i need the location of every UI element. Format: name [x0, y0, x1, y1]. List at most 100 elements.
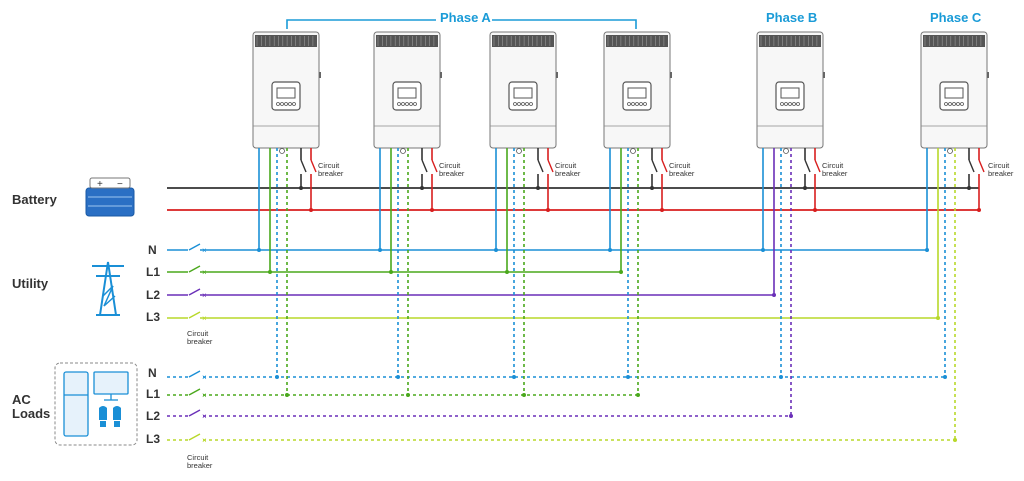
- inverter-3-batt-neg-switch: [537, 159, 544, 173]
- inverter-5-grille: [759, 35, 821, 47]
- inverter-3-button: [513, 102, 517, 106]
- bulb-icon: [99, 406, 107, 420]
- inverter-6-button: [948, 102, 952, 106]
- inverter-2-button: [409, 102, 413, 106]
- inverter-6-utility-phase-node: [936, 316, 940, 320]
- fridge-icon: [63, 371, 89, 437]
- inverter-4-button: [627, 102, 631, 106]
- inverter-6-load-n-node: [943, 375, 947, 379]
- inverter-4-grille: [606, 35, 668, 47]
- inverter-4-load-phase-node: [636, 393, 640, 397]
- switch-gap-uL1: [188, 269, 200, 275]
- inverter-3-utility-phase-node: [505, 270, 509, 274]
- inverter-1-grille: [255, 35, 317, 47]
- inverter-6-load-phase-node: [953, 438, 957, 442]
- inverter-4-batt-neg-switch: [651, 159, 658, 173]
- switch-gap-uL3: [188, 315, 200, 321]
- inverter-5-latch: [823, 72, 825, 78]
- bus-switch-lN: [188, 370, 201, 378]
- inverter-1-utility-n-node: [257, 248, 261, 252]
- load-line-l3: L3: [146, 432, 161, 446]
- inverter-1-load-phase-node: [285, 393, 289, 397]
- inverter-4-button: [635, 102, 639, 106]
- inverter-1-batt-pos-switch: [310, 159, 317, 173]
- phase-b-label: Phase B: [766, 10, 818, 25]
- inverter-1-button: [280, 102, 284, 106]
- bus-switch-lL1-x: ×: [202, 391, 207, 400]
- inverter-2-load-phase-node: [406, 393, 410, 397]
- inverter-3-batt-pos-switch: [547, 159, 554, 173]
- inverter-3-terminal: [516, 148, 522, 154]
- bus-switch-uL1: [188, 265, 201, 273]
- phase-a-bracket-right: [492, 19, 637, 29]
- inverter-4-button: [631, 102, 635, 106]
- switch-gap-uN: [188, 247, 200, 253]
- inverter-5-load-n-node: [779, 375, 783, 379]
- inverter-5-load-phase-node: [789, 414, 793, 418]
- phase-a-bracket-left: [286, 19, 436, 29]
- utility-tower-icon: [99, 261, 117, 316]
- monitor-icon: [93, 371, 129, 395]
- inverter-5-utility-phase-node: [772, 293, 776, 297]
- bus-switch-lL3: [188, 433, 201, 441]
- inverter-5-button: [796, 102, 800, 106]
- inverter-1-batt-pos-node: [309, 208, 313, 212]
- inverter-2-button: [397, 102, 401, 106]
- inverter-4-utility-phase-node: [619, 270, 623, 274]
- phase-a-label: Phase A: [440, 10, 491, 25]
- inverter-4-latch: [670, 72, 672, 78]
- battery-section-label: Battery: [12, 192, 57, 207]
- bus-switch-uL3: [188, 311, 201, 319]
- battery-icon: [85, 187, 135, 217]
- load-line-n: N: [148, 366, 157, 380]
- inverter-2-batt-neg-switch: [421, 159, 428, 173]
- inverter-3-batt-pos-node: [546, 208, 550, 212]
- inverter-4-terminal: [630, 148, 636, 154]
- switch-gap-lL3: [188, 437, 200, 443]
- switch-gap-lL2: [188, 413, 200, 419]
- inverter-6-utility-n-node: [925, 248, 929, 252]
- inverter-4-batt-pos-switch: [661, 159, 668, 173]
- inverter-5-button: [780, 102, 784, 106]
- battery-icon-top: [89, 177, 131, 189]
- inverter-1-latch: [319, 72, 321, 78]
- inverter-6-button: [960, 102, 964, 106]
- inverter-3-latch: [556, 72, 558, 78]
- utility-line-l2: L2: [146, 288, 161, 302]
- inverter-4-button: [639, 102, 643, 106]
- inverter-5-button: [792, 102, 796, 106]
- inverter-1-batt-neg-switch: [300, 159, 307, 173]
- inverter-2-latch: [440, 72, 442, 78]
- utility-tower-brace: [102, 285, 116, 307]
- utility-line-l1: L1: [146, 265, 161, 279]
- bulb-icon-base: [114, 421, 120, 427]
- bulb-icon-base: [100, 421, 106, 427]
- inverter-5-button: [784, 102, 788, 106]
- inverter-2-load-n-node: [396, 375, 400, 379]
- ac-loads-label-line1: AC: [12, 392, 31, 407]
- inverter-2-utility-phase-node: [389, 270, 393, 274]
- inverter-6-batt-pos-node: [977, 208, 981, 212]
- bus-switch-lN-x: ×: [202, 373, 207, 382]
- switch-gap-lN: [188, 374, 200, 380]
- inverter-2-grille: [376, 35, 438, 47]
- inverter-1-button: [292, 102, 296, 106]
- inverter-3-button: [529, 102, 533, 106]
- inverter-3-screen: [513, 87, 533, 99]
- inverter-6-grille: [923, 35, 985, 47]
- inverter-5-button: [788, 102, 792, 106]
- inverter-1-terminal: [279, 148, 285, 154]
- inverter-5-batt-neg-switch: [804, 159, 811, 173]
- inverter-2-batt-pos-node: [430, 208, 434, 212]
- load-line-l1: L1: [146, 387, 161, 401]
- bus-switch-lL1: [188, 388, 201, 396]
- utility-line-n: N: [148, 243, 157, 257]
- inverter-1-batt-neg-node: [299, 186, 303, 190]
- inverter-5-batt-neg-node: [803, 186, 807, 190]
- inverter-3-load-phase-node: [522, 393, 526, 397]
